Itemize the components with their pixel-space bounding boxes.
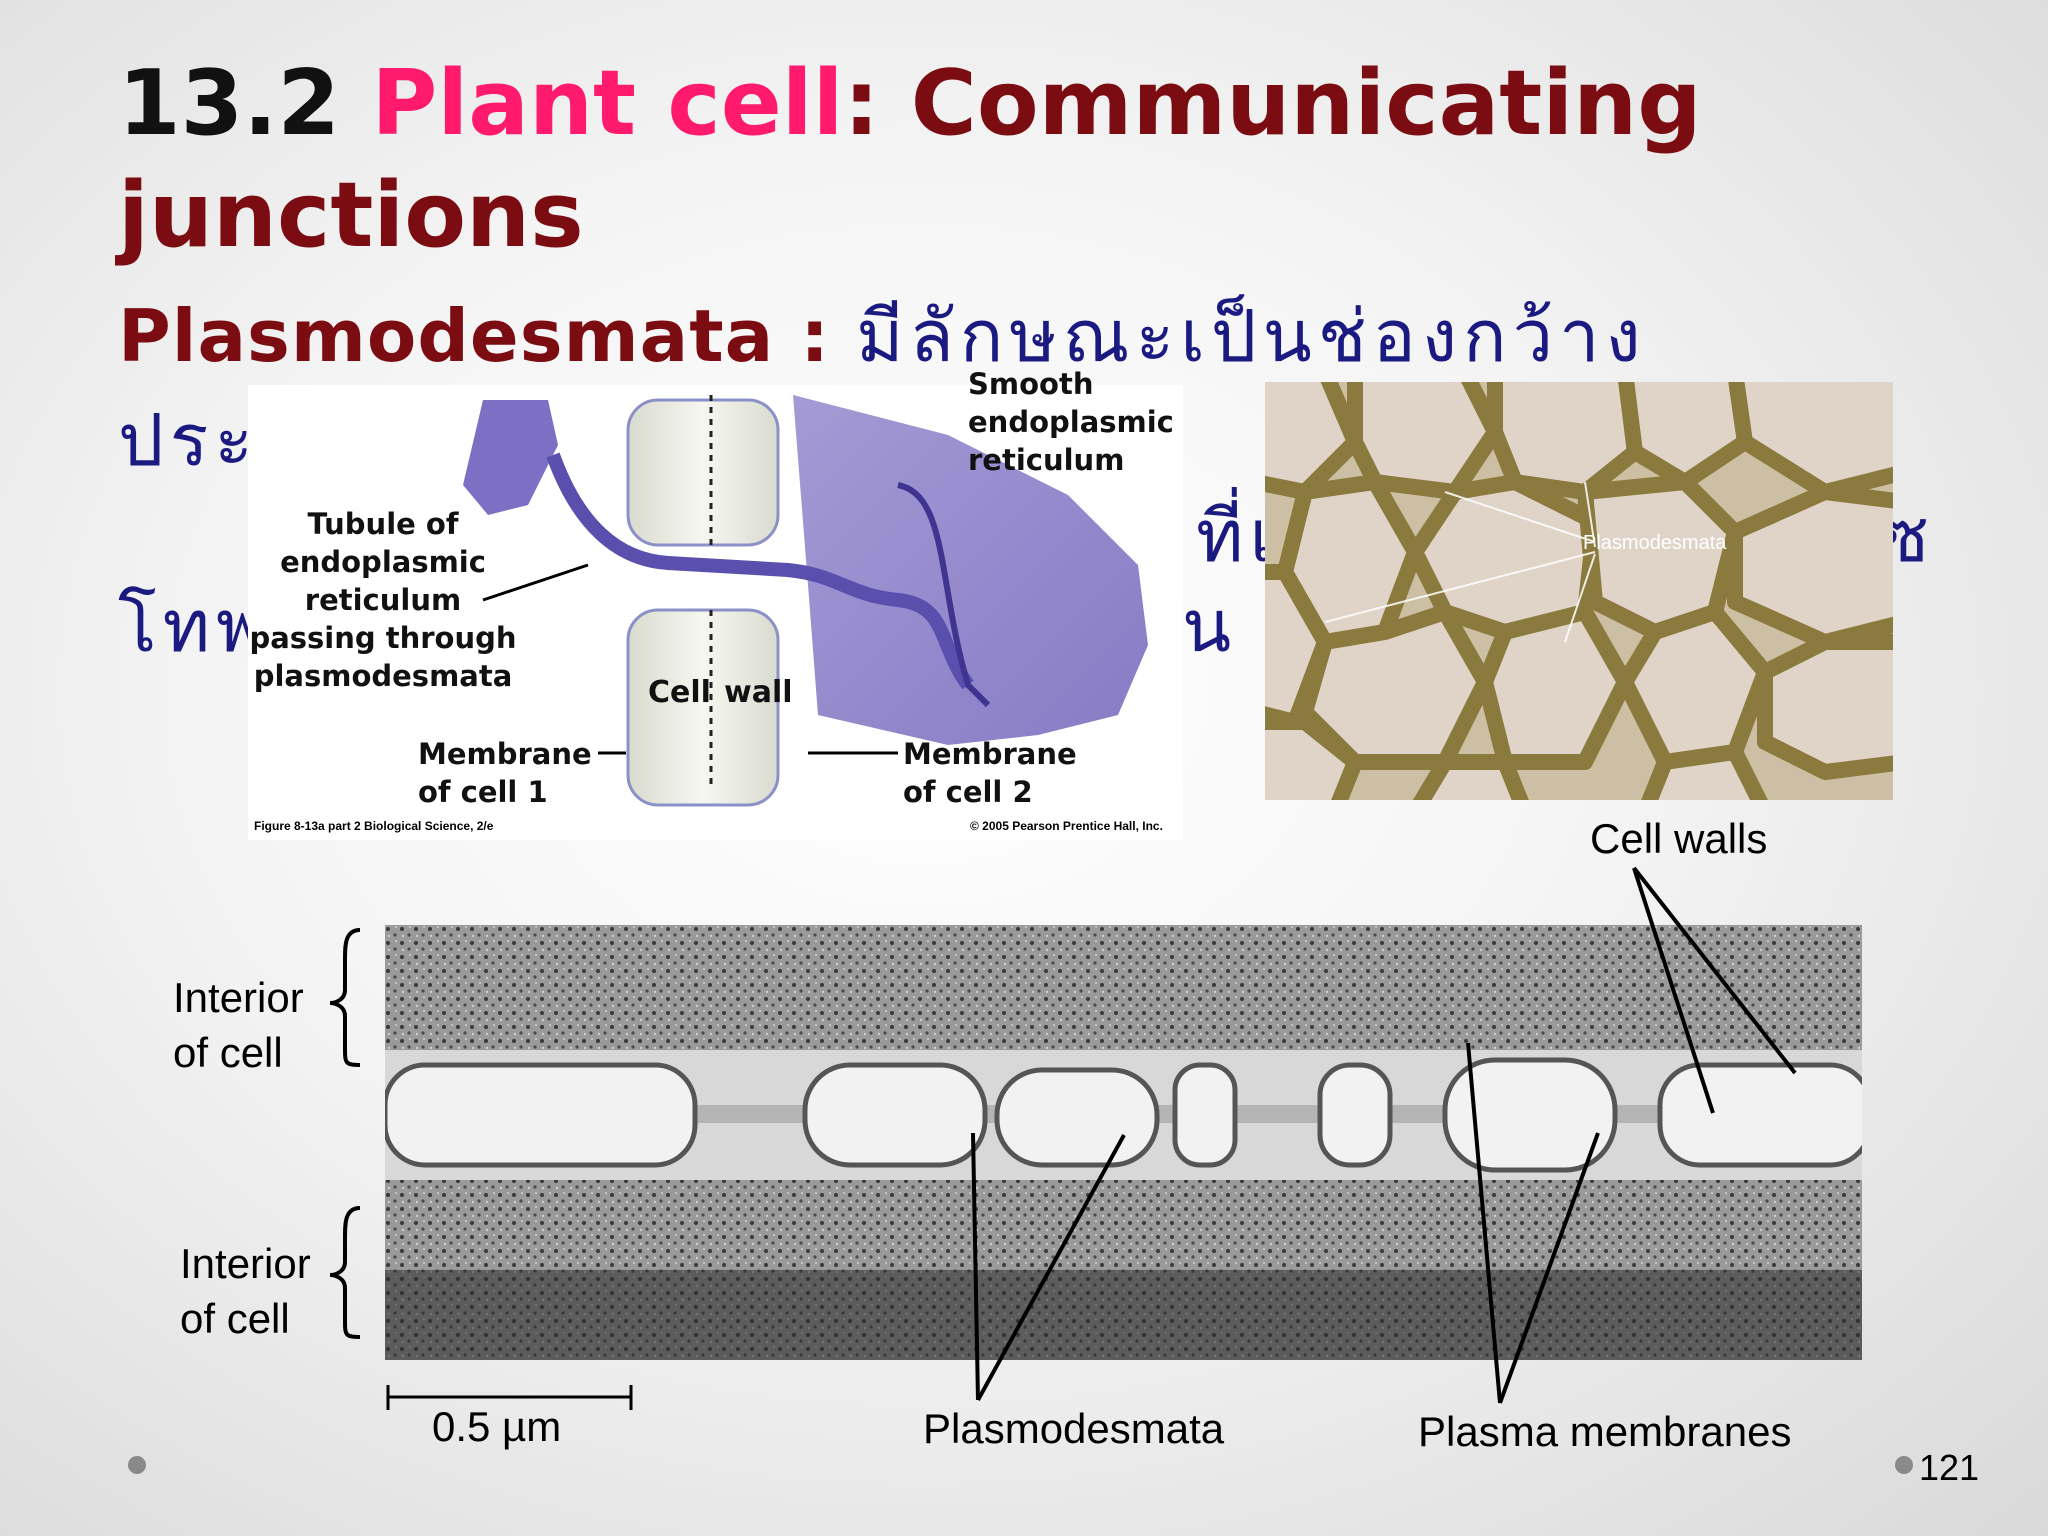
- plasmodesmata-diagram: Smooth endoplasmic reticulum Tubule of e…: [248, 367, 1183, 840]
- label-micrograph-plasmodesmata: Plasmodesmata: [1583, 532, 1727, 554]
- subheading-term: Plasmodesmata: [118, 294, 775, 378]
- plasma-membrane-leader-1: [1466, 1042, 1502, 1404]
- body-line-4-end: น: [1182, 584, 1238, 668]
- subheading: Plasmodesmata : มีลักษณะเป็นช่องกว้าง: [118, 278, 1647, 393]
- cell-walls-leader-1: [1632, 867, 1715, 1114]
- label-membrane-2: Membrane of cell 2: [903, 737, 1077, 809]
- label-plasma-membranes: Plasma membranes: [1418, 1408, 1792, 1455]
- body-line-2: ประ: [118, 398, 260, 482]
- light-micrograph: Plasmodesmata: [1265, 382, 1893, 800]
- subheading-thai: มีลักษณะเป็นช่องกว้าง: [856, 294, 1647, 378]
- plasma-membrane-leader-2: [1498, 1132, 1600, 1404]
- body-line-4: โทพ: [118, 584, 270, 668]
- label-cell-walls: Cell walls: [1590, 815, 1768, 862]
- label-wall: wall: [724, 675, 793, 710]
- electron-micrograph: [385, 925, 1862, 1360]
- label-interior-top: Interior of cell: [173, 974, 304, 1076]
- cell-walls-leader-2: [1632, 866, 1797, 1075]
- title-rest: : Communicating junctions: [118, 51, 1702, 268]
- diagram-illustration: [463, 395, 1148, 807]
- tubule-leader: [482, 563, 589, 602]
- micrograph-cells: [1265, 382, 1893, 800]
- slide-title: 13.2 Plant cell: Communicating junctions: [118, 48, 1918, 272]
- label-scale: 0.5 µm: [432, 1403, 562, 1450]
- brace-top: [329, 928, 361, 1067]
- label-smooth-er: Smooth endoplasmic reticulum: [968, 367, 1174, 477]
- lower-wall-block: [626, 608, 780, 807]
- smooth-er-membrane: [897, 482, 991, 708]
- diagram-caption-right: © 2005 Pearson Prentice Hall, Inc.: [970, 819, 1163, 833]
- subheading-colon: :: [774, 294, 857, 378]
- footer-dot-left: [128, 1456, 146, 1474]
- upper-wall-block: [626, 398, 780, 547]
- footer-dot-right: [1895, 1456, 1913, 1474]
- right-cytoplasm: [793, 395, 1148, 745]
- er-tubule: [546, 452, 974, 690]
- diagram-caption-left: Figure 8-13a part 2 Biological Science, …: [254, 819, 494, 833]
- page-number: 121: [1919, 1447, 1980, 1488]
- em-image: [385, 925, 1862, 1360]
- label-interior-bottom: Interior of cell: [180, 1240, 311, 1342]
- label-tubule-er: Tubule of endoplasmic reticulum passing …: [249, 507, 517, 693]
- plasmodesmata-leader-1: [971, 1132, 980, 1401]
- body-line-3: ที่เ: [1196, 494, 1281, 578]
- label-cell: Cell: [648, 675, 711, 710]
- label-plasmodesmata: Plasmodesmata: [923, 1405, 1225, 1452]
- title-highlight: Plant cell: [371, 51, 844, 156]
- label-membrane-1: Membrane of cell 1: [418, 737, 592, 809]
- brace-bottom: [329, 1206, 361, 1339]
- title-number: 13.2: [118, 51, 341, 156]
- plasmodesmata-leader-2: [976, 1134, 1126, 1401]
- left-cytoplasm: [463, 400, 558, 515]
